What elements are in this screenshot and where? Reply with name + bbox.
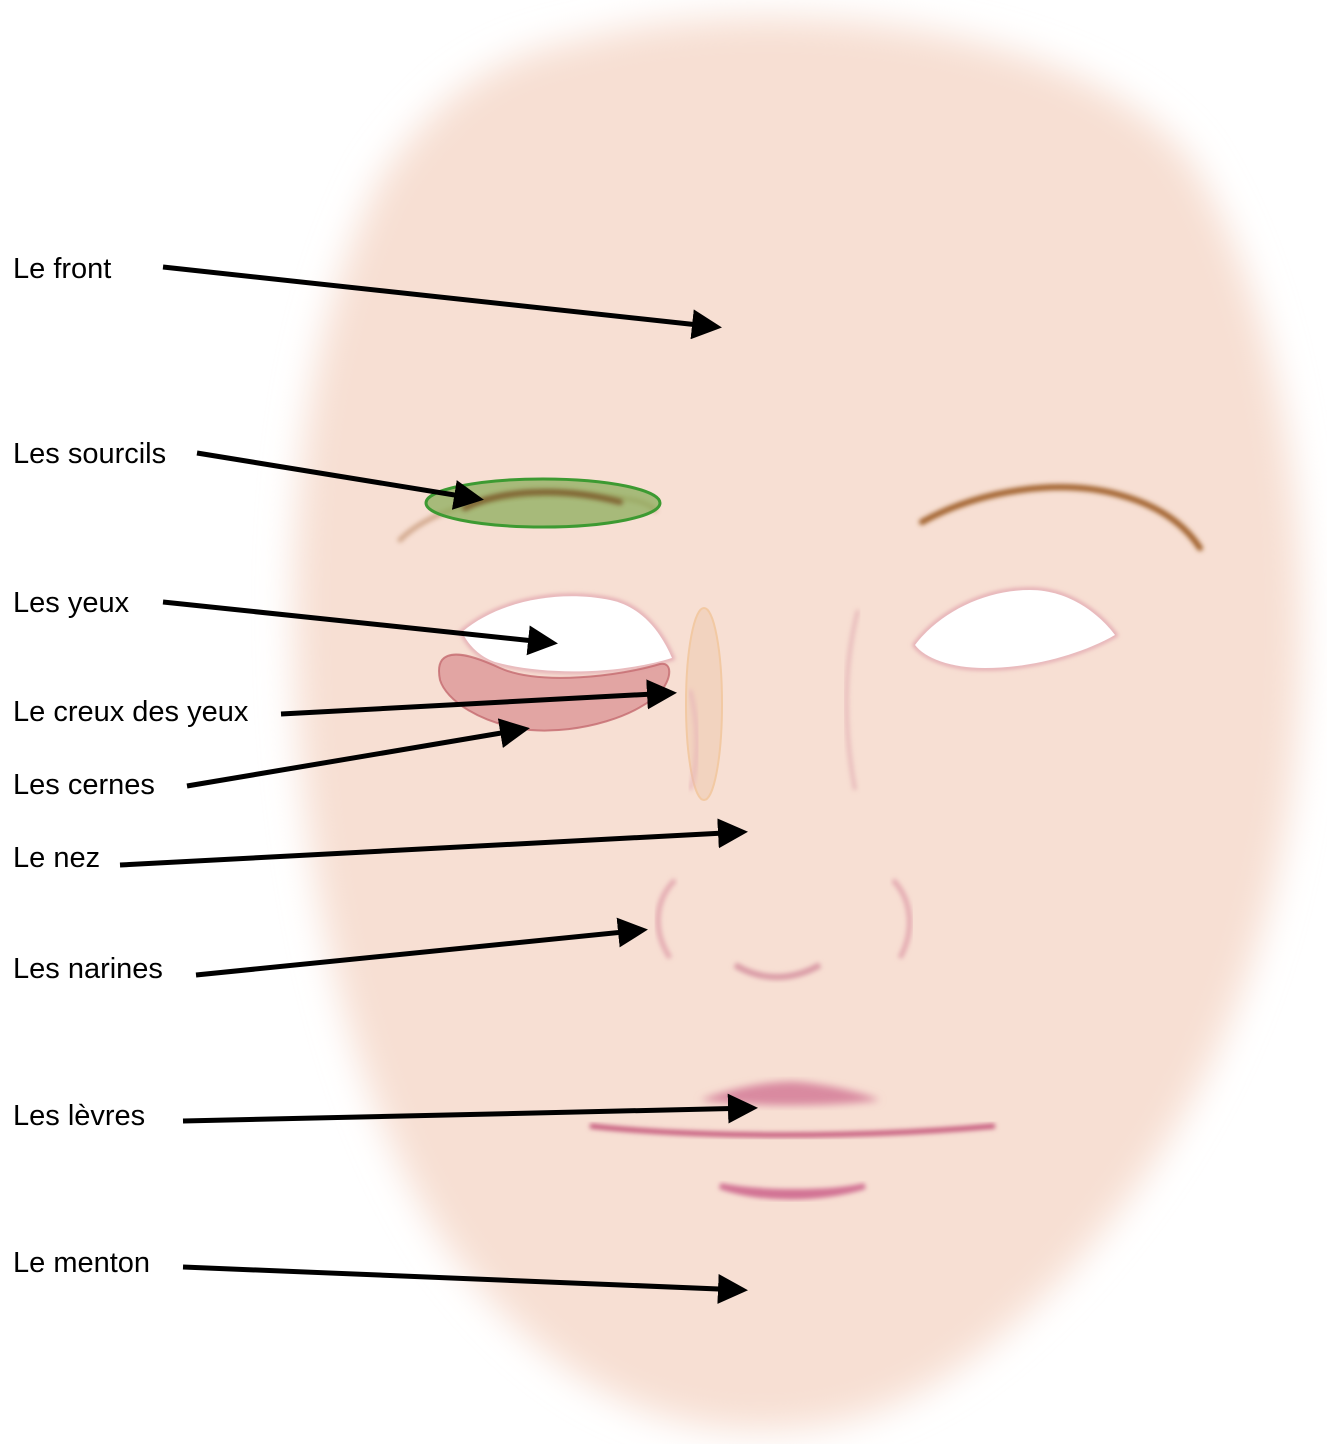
label-nez: Le nez [13,844,100,873]
label-menton: Le menton [13,1249,150,1278]
label-creux: Le creux des yeux [13,698,248,727]
label-front: Le front [13,255,111,284]
label-cernes: Les cernes [13,771,155,800]
label-yeux: Les yeux [13,589,129,618]
label-narines: Les narines [13,955,163,984]
eyebrow-highlight [426,479,660,527]
label-sourcils: Les sourcils [13,440,166,469]
face-shape [294,17,1301,1430]
label-levres: Les lèvres [13,1102,145,1131]
